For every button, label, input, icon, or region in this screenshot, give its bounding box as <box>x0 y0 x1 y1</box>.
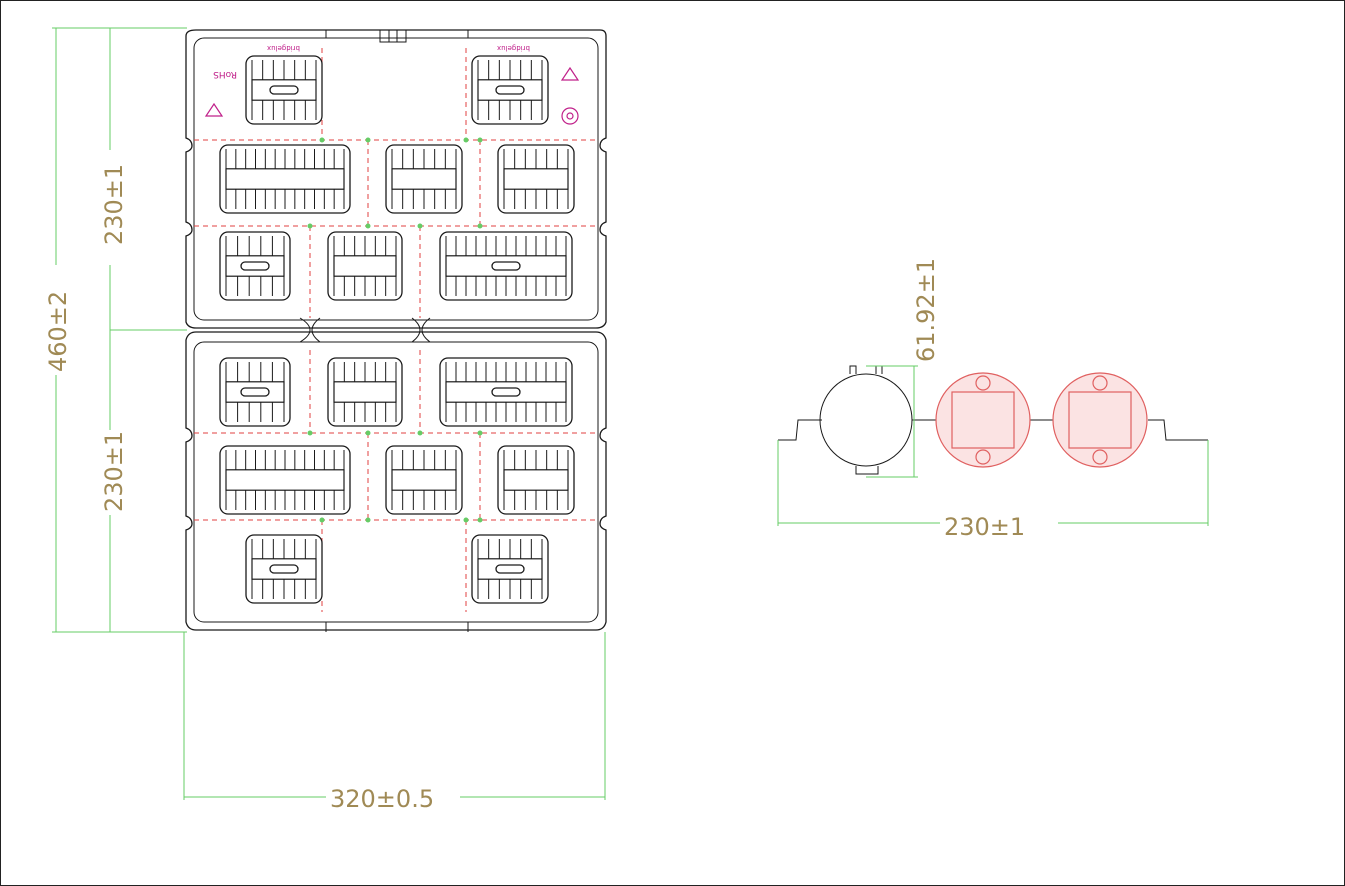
heatsink-pocket <box>219 445 351 515</box>
dimension-lower-panel: 230±1 <box>100 330 128 632</box>
dimension-overall-height: 460±2 <box>44 27 187 633</box>
led-module-2 <box>1052 372 1148 468</box>
heatsink-pocket <box>497 445 575 515</box>
side-view: 230±1 61.92±1 <box>777 258 1209 541</box>
heatsink-pocket <box>471 55 549 125</box>
junction-dots <box>307 137 483 523</box>
cut-lines <box>194 48 598 612</box>
heatsink-pocket <box>245 55 323 125</box>
led-module-1 <box>935 372 1031 468</box>
upper-panel-label: 230±1 <box>100 164 128 245</box>
heatsink-pocket <box>327 357 403 427</box>
heatsink-pockets <box>219 55 575 604</box>
heatsink-pocket <box>471 534 549 604</box>
heatsink-pocket <box>497 144 575 214</box>
heatsink-pocket <box>327 231 403 301</box>
brand-marking-left: bridgelux <box>267 44 300 52</box>
heatsink-pocket <box>219 231 291 301</box>
heatsink-pocket <box>245 534 323 604</box>
side-height-label: 61.92±1 <box>912 258 940 362</box>
heatsink-pocket <box>385 144 463 214</box>
lower-tray-panel <box>185 317 607 632</box>
tray-height-label: 460±2 <box>44 291 72 372</box>
rohs-marking: RoHS <box>213 69 237 79</box>
recycle-icon <box>204 66 580 125</box>
tray-width-label: 320±0.5 <box>330 785 434 813</box>
upper-tray-panel: bridgelux bridgelux RoHS <box>185 29 607 329</box>
side-width-label: 230±1 <box>944 513 1025 541</box>
dimension-tray-width: 320±0.5 <box>183 632 606 813</box>
heatsink-pocket <box>219 144 351 214</box>
lower-panel-label: 230±1 <box>100 431 128 512</box>
brand-marking-right: bridgelux <box>497 44 530 52</box>
dimension-upper-panel: 230±1 <box>100 28 187 331</box>
heatsink-pocket <box>439 231 573 301</box>
heatsink-pocket <box>439 357 573 427</box>
heatsink-pocket <box>385 445 463 515</box>
heatsink-pocket <box>219 357 291 427</box>
